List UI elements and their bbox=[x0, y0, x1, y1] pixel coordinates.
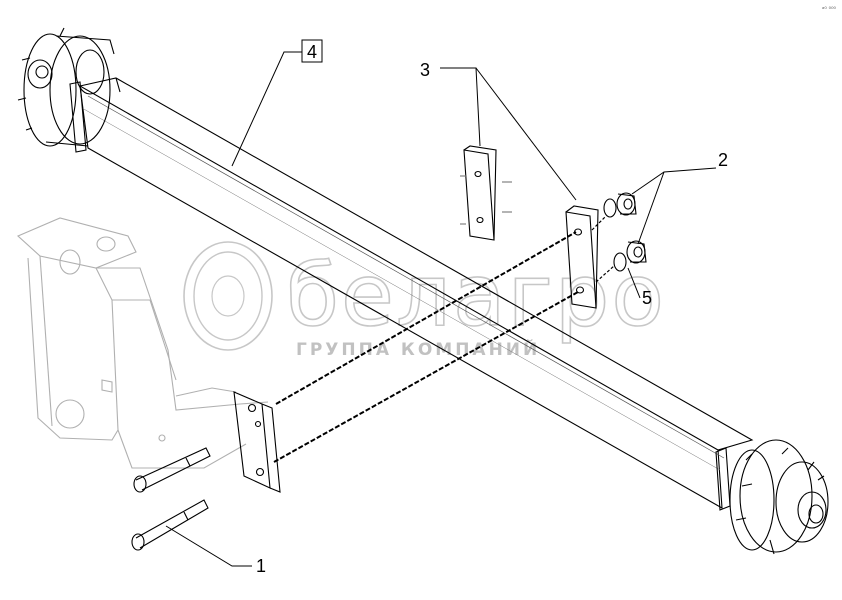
watermark: белагро ГРУППА КОМПАНИЙ bbox=[183, 241, 666, 360]
left-hub bbox=[17, 27, 115, 147]
clamp-plates bbox=[460, 145, 599, 309]
callouts: 1 2 3 4 5 bbox=[256, 39, 728, 576]
mounting-plate bbox=[233, 391, 281, 493]
leader-2b bbox=[637, 171, 665, 245]
bolts bbox=[131, 447, 211, 551]
nut-upper bbox=[603, 192, 637, 218]
leader-2 bbox=[631, 167, 717, 195]
axle-beam bbox=[69, 77, 754, 511]
leader-lines bbox=[165, 51, 717, 567]
callout-4-box bbox=[301, 39, 323, 63]
stud-lines bbox=[273, 215, 615, 463]
support-bracket bbox=[16, 217, 269, 469]
callout-3: 3 bbox=[420, 60, 430, 80]
leader-3 bbox=[440, 67, 481, 147]
stud-line-upper bbox=[275, 231, 577, 405]
leader-3b bbox=[475, 67, 577, 201]
watermark-emblem bbox=[183, 241, 273, 351]
callout-5: 5 bbox=[642, 288, 652, 308]
callout-4: 4 bbox=[307, 42, 317, 62]
stud-line-lower bbox=[273, 291, 579, 463]
watermark-subtitle: ГРУППА КОМПАНИЙ bbox=[296, 338, 540, 360]
leader-4 bbox=[231, 51, 302, 167]
corner-code: ᵃ⁰ ⁰⁰⁰ bbox=[822, 6, 836, 13]
leader-1 bbox=[165, 525, 252, 567]
watermark-brand: белагро bbox=[286, 246, 666, 346]
right-hub bbox=[729, 439, 829, 555]
leader-5 bbox=[627, 267, 641, 299]
bolt-lower bbox=[131, 499, 209, 551]
washers-and-nuts bbox=[603, 192, 647, 272]
nut-lower bbox=[613, 240, 647, 272]
clamp-plate-small bbox=[460, 145, 512, 241]
bolt-upper bbox=[133, 447, 211, 493]
callout-1: 1 bbox=[256, 556, 266, 576]
callout-2: 2 bbox=[718, 150, 728, 170]
